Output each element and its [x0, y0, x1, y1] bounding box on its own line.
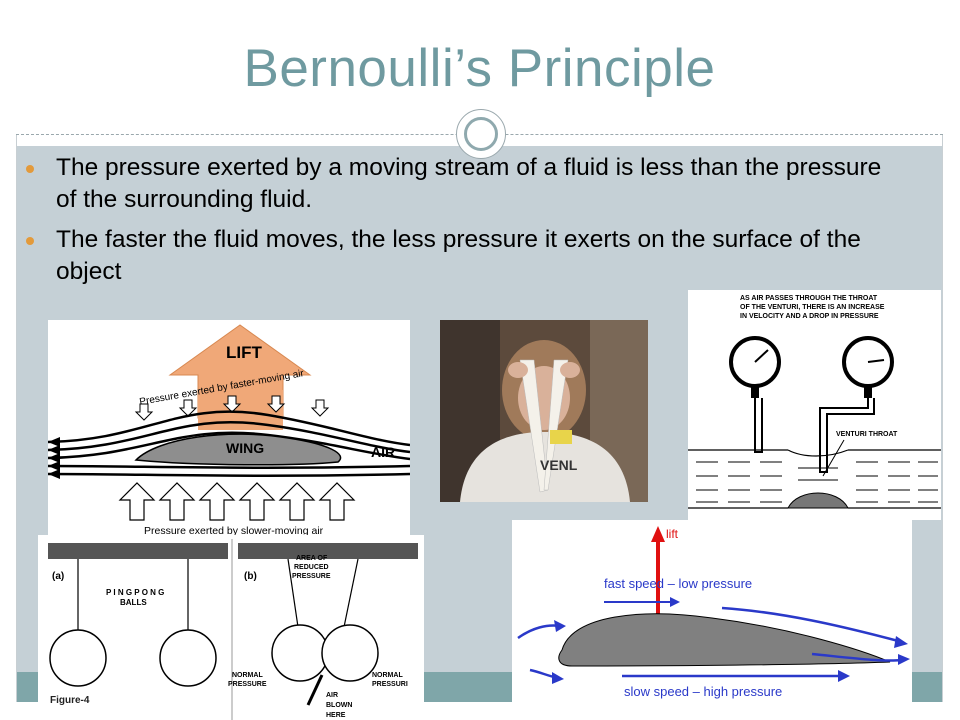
venturi-caption-line: OF THE VENTURI, THERE IS AN INCREASE [740, 304, 885, 311]
gauge-tubes [754, 398, 875, 473]
wing-shape [134, 433, 342, 466]
normal-pressure-left: PRESSURE [228, 681, 267, 688]
venturi-caption-line: IN VELOCITY AND A DROP IN PRESSURE [740, 313, 879, 320]
bottom-pressure-label: Pressure exerted by slower-moving air [144, 525, 324, 537]
airfoil-figure: lift fast speed – low pressure slow spee… [512, 520, 912, 720]
normal-pressure-left: NORMAL [232, 672, 263, 679]
bullet-dot-icon [26, 165, 34, 173]
airfoil-lift-label: lift [666, 527, 679, 541]
slide-title: Bernoulli’s Principle [243, 39, 716, 98]
streamlines [48, 410, 410, 478]
venturi-diagram: AS AIR PASSES THROUGH THE THROAT OF THE … [688, 295, 941, 509]
air-blown-label: BLOWN [326, 702, 352, 709]
bullet-dot-icon [26, 237, 34, 245]
student-photo-illustration: VENL [440, 320, 648, 502]
ring-inner [464, 117, 498, 151]
bullet-text: The pressure exerted by a moving stream … [56, 154, 882, 213]
balls-label: BALLS [120, 598, 147, 607]
lift-label: LIFT [226, 343, 262, 362]
ping-pong-balls-icon [49, 624, 379, 687]
normal-pressure-right: NORMAL [372, 672, 403, 679]
gauge-right-icon [842, 336, 894, 398]
panel-a-label: (a) [52, 571, 64, 582]
normal-pressure-right: PRESSURI [372, 681, 408, 688]
support-bar-right [238, 543, 418, 559]
bullet-list: The pressure exerted by a moving stream … [26, 152, 906, 296]
pipe-walls [688, 449, 941, 509]
panel-b-label: (b) [244, 571, 257, 582]
svg-text:VENL: VENL [540, 457, 578, 473]
up-arrows-icon [118, 482, 356, 521]
wing-lift-figure: LIFT Pressure exerted by faster-moving a… [48, 320, 410, 540]
streamline-arrowheads-icon [48, 437, 60, 479]
gauge-left-icon [729, 336, 781, 398]
air-label: AIR [371, 444, 395, 460]
down-arrows-icon [134, 395, 330, 421]
bullet-item: The faster the fluid moves, the less pre… [26, 224, 906, 288]
student-photo: VENL [440, 320, 648, 502]
venturi-caption-line: AS AIR PASSES THROUGH THE THROAT [740, 295, 878, 302]
venturi-figure: AS AIR PASSES THROUGH THE THROAT OF THE … [688, 290, 941, 520]
wing-label: WING [226, 440, 264, 456]
wing-lift-diagram: LIFT Pressure exerted by faster-moving a… [48, 324, 410, 537]
divider-ring-icon [456, 109, 506, 159]
reduced-pressure-label: PRESSURE [292, 573, 331, 580]
airfoil-top-label: fast speed – low pressure [604, 576, 752, 591]
reduced-pressure-label: AREA OF [296, 555, 328, 562]
bullet-item: The pressure exerted by a moving stream … [26, 152, 906, 216]
support-bar-left [48, 543, 228, 559]
ping-pong-diagram: (a) (b) P I N G P O N G BALLS AREA OF RE… [48, 539, 418, 720]
flow-arrows-icon [696, 461, 938, 503]
bullet-text: The faster the fluid moves, the less pre… [56, 226, 861, 285]
paper-strip-right [543, 359, 569, 491]
air-blown-label: AIR [326, 692, 338, 699]
reduced-pressure-label: REDUCED [294, 564, 329, 571]
name-tag [550, 430, 572, 444]
airfoil-shape [558, 613, 891, 667]
strings [77, 558, 359, 631]
airfoil-bottom-label: slow speed – high pressure [624, 684, 782, 699]
air-blown-label: HERE [326, 712, 346, 719]
airfoil-diagram: lift fast speed – low pressure slow spee… [517, 526, 910, 699]
figure-label: Figure-4 [50, 695, 90, 706]
venturi-throat-label: VENTURI THROAT [836, 431, 898, 438]
lift-arrowhead-icon [651, 526, 665, 542]
ping-pong-figure: (a) (b) P I N G P O N G BALLS AREA OF RE… [38, 535, 424, 720]
throat-constriction [787, 492, 849, 509]
balls-label: P I N G P O N G [106, 588, 164, 597]
airflow-arrowheads-icon [552, 620, 910, 684]
